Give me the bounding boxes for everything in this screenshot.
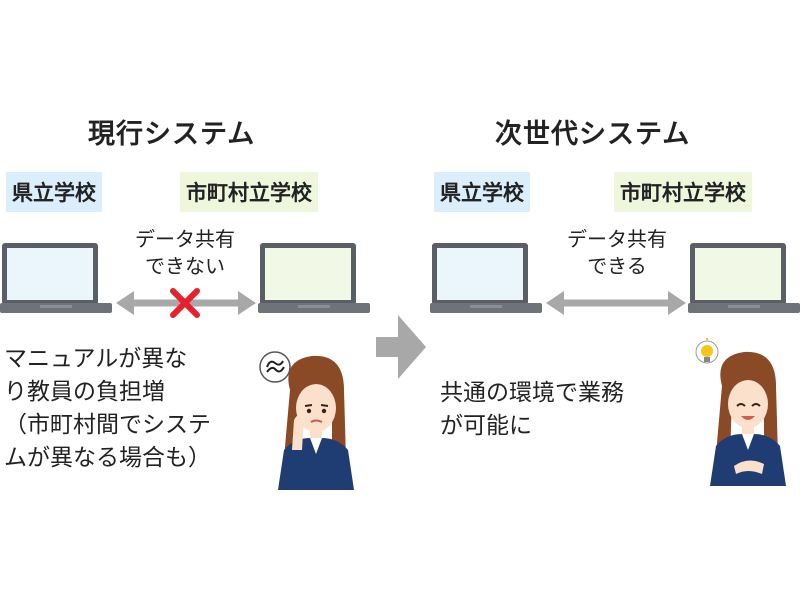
- next-desc-line-1: 共通の環境で業務: [440, 380, 624, 406]
- current-desc-line-4: ムが異なる場合も）: [4, 445, 211, 471]
- next-share-status: データ共有 できる: [542, 226, 692, 280]
- current-pref-laptop-icon: [0, 243, 112, 313]
- next-double-arrow-icon: [546, 291, 686, 315]
- next-desc-line-2: が可能に: [440, 413, 532, 439]
- teacher-happy-icon: [709, 350, 787, 487]
- right-arrow-icon: [376, 315, 426, 379]
- next-pref-laptop-icon: [430, 243, 542, 313]
- current-system-title: 現行システム: [88, 119, 256, 150]
- current-desc-line-3: （市町村間でシステ: [4, 412, 211, 438]
- current-share-line2: できない: [145, 254, 225, 278]
- teacher-worried-icon: [277, 354, 355, 491]
- worry-bubble-icon: [259, 351, 291, 383]
- current-desc-line-2: り教員の負担増: [4, 379, 165, 405]
- current-share-line1: データ共有: [135, 227, 235, 251]
- lightbulb-icon: [695, 338, 719, 364]
- current-description: マニュアルが異な り教員の負担増 （市町村間でシステ ムが異なる場合も）: [4, 343, 211, 475]
- next-share-line1: データ共有: [567, 227, 667, 251]
- next-share-line2: できる: [587, 254, 647, 278]
- next-city-laptop-icon: [688, 243, 800, 313]
- next-system-title: 次世代システム: [495, 119, 691, 150]
- current-city-laptop-icon: [258, 243, 370, 313]
- next-city-school-label: 市町村立学校: [614, 172, 752, 212]
- x-mark-icon: [170, 288, 200, 318]
- current-share-status: データ共有 できない: [110, 226, 260, 280]
- next-description: 共通の環境で業務 が可能に: [440, 377, 624, 443]
- current-pref-school-label: 県立学校: [6, 172, 102, 212]
- next-pref-school-label: 県立学校: [434, 172, 530, 212]
- current-city-school-label: 市町村立学校: [180, 172, 318, 212]
- current-desc-line-1: マニュアルが異な: [4, 346, 188, 372]
